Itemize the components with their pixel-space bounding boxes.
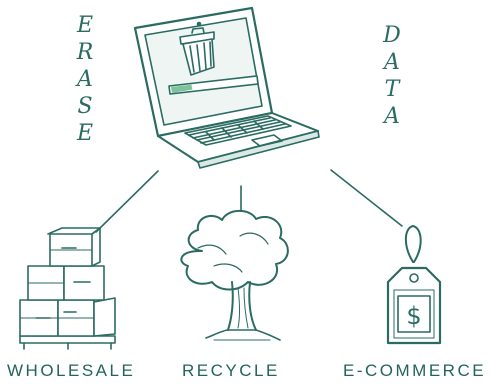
- erase-letter: A: [77, 67, 93, 92]
- erase-vertical-text: E R A S E: [73, 12, 97, 147]
- connector-line: [95, 170, 159, 233]
- laptop-icon: [133, 6, 320, 169]
- tree-icon: [180, 209, 289, 341]
- erase-letter: E: [76, 121, 94, 146]
- data-letter: A: [384, 104, 400, 129]
- erase-letter: S: [77, 94, 93, 119]
- price-tag-icon: [386, 225, 442, 345]
- data-vertical-text: D A T A: [380, 22, 404, 130]
- data-letter: A: [384, 50, 400, 75]
- data-letter: D: [383, 23, 401, 48]
- recycle-label: RECYCLE: [182, 361, 280, 380]
- dollar-sign: $: [406, 302, 421, 330]
- boxes-on-pallet-icon: [19, 227, 116, 350]
- connector-line: [330, 169, 403, 227]
- erase-letter: E: [76, 13, 94, 38]
- data-letter: T: [384, 77, 400, 102]
- erase-letter: R: [76, 40, 94, 65]
- ecommerce-label: E-COMMERCE: [343, 361, 487, 380]
- wholesale-label: WHOLESALE: [7, 361, 136, 380]
- trash-can-icon: [179, 27, 215, 76]
- progress-bar: [168, 75, 259, 95]
